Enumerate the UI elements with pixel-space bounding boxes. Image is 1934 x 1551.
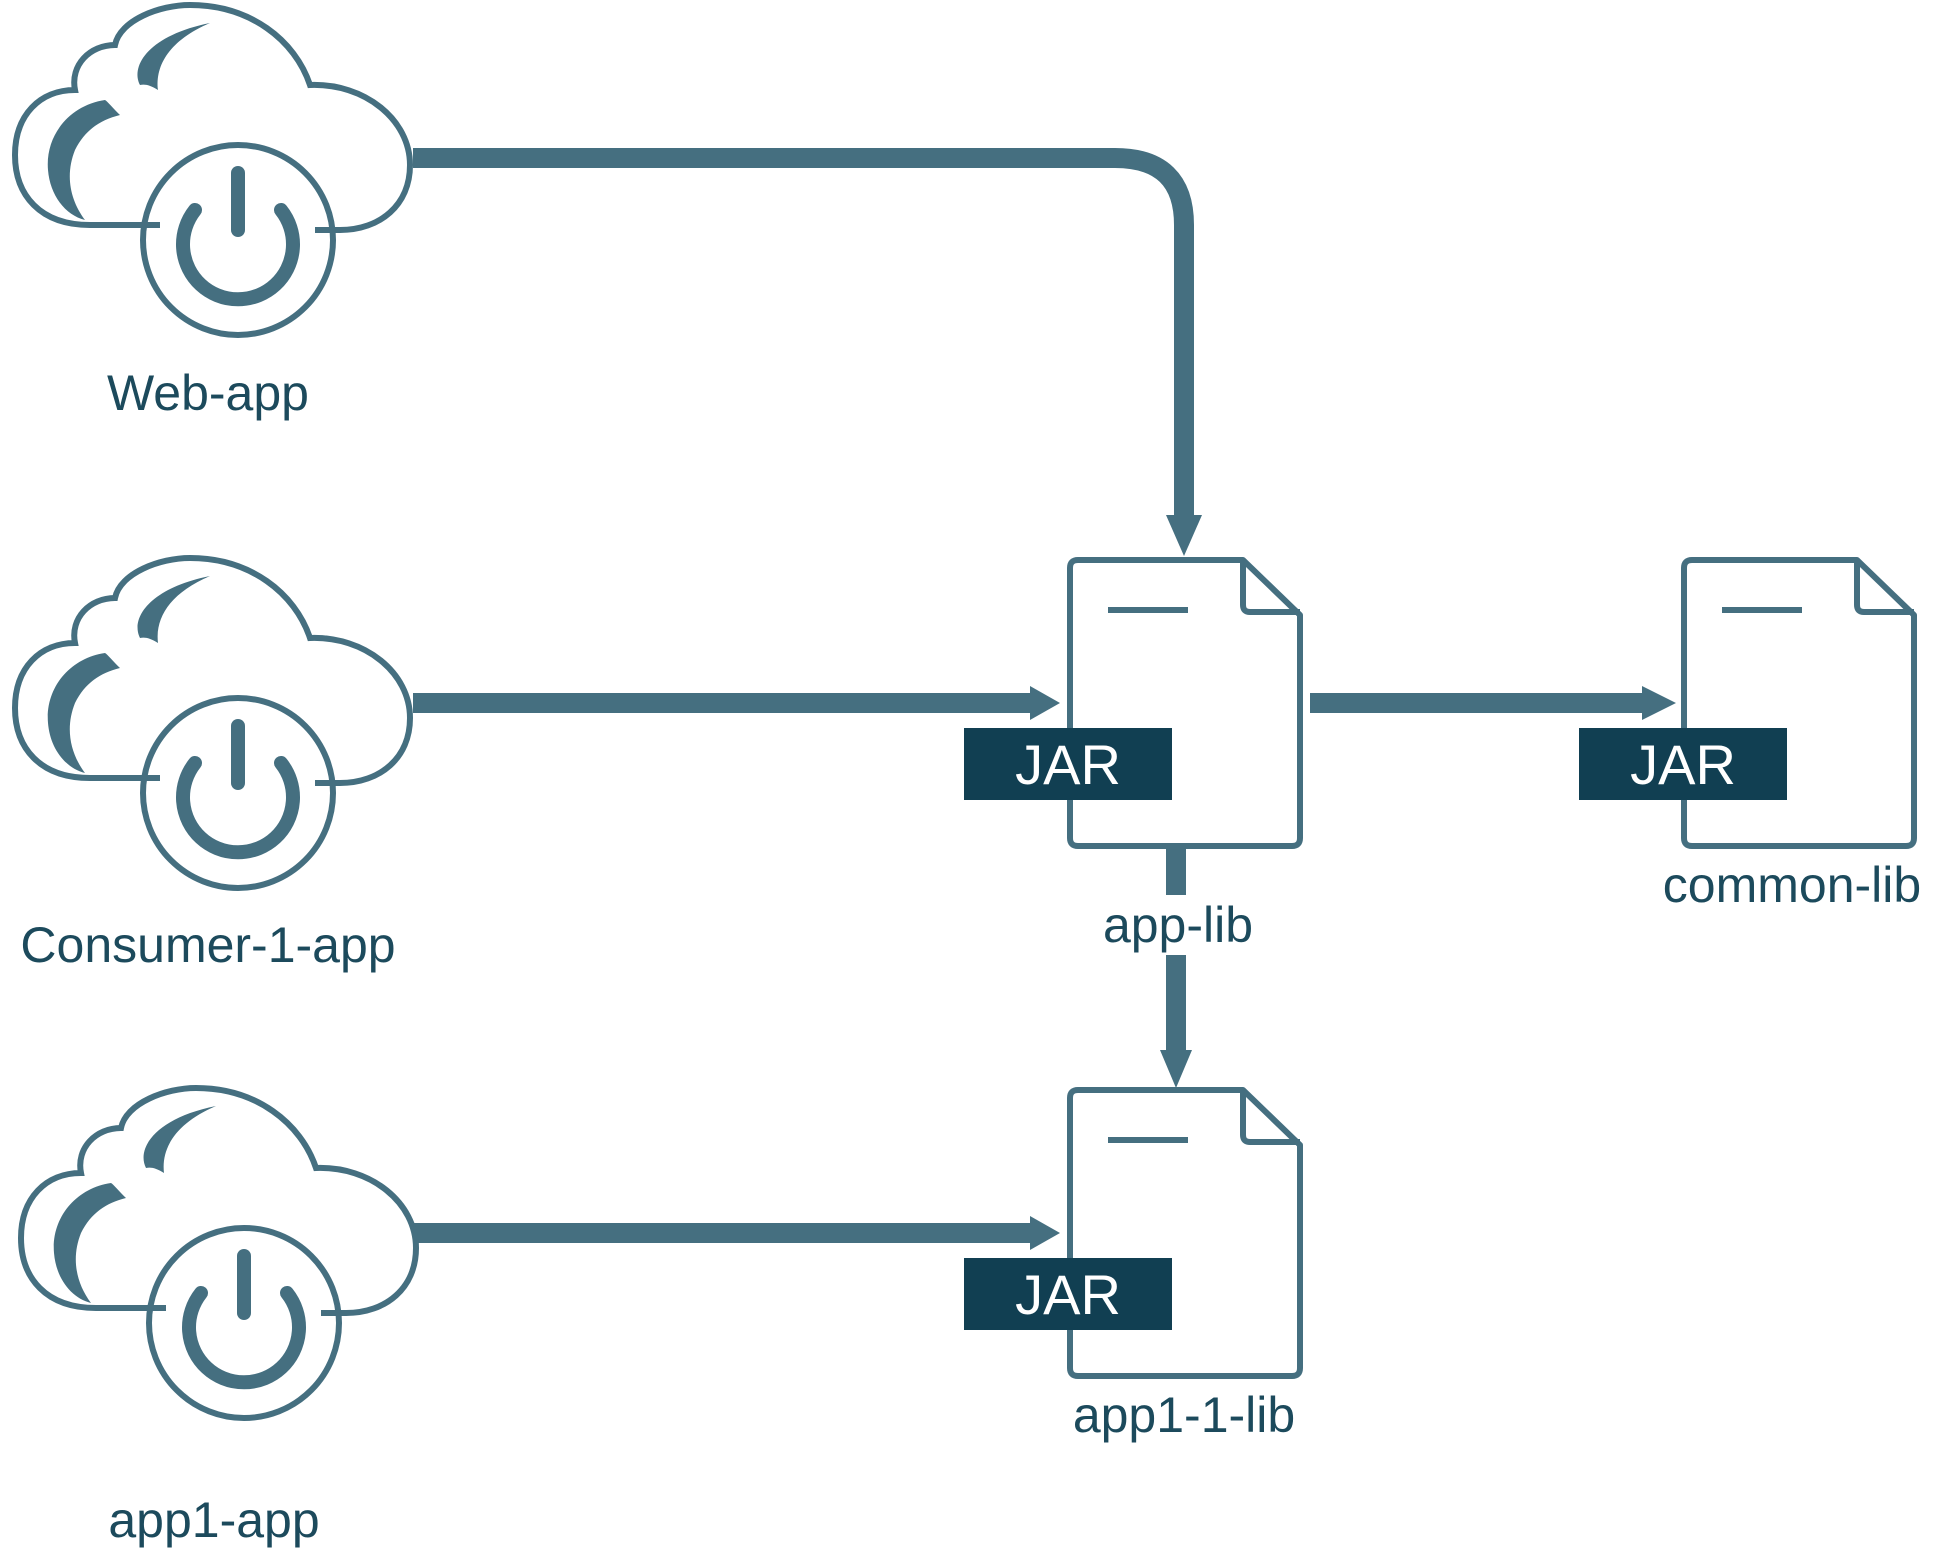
cloud-power-icon [15,5,410,335]
document-icon [1070,1090,1300,1376]
node-common-lib[interactable]: JAR common-lib [1579,560,1921,913]
node-app-lib[interactable]: JAR app-lib [964,560,1300,955]
arrowhead [1166,515,1202,556]
node-app1-1-lib[interactable]: JAR app1-1-lib [964,1090,1300,1443]
document-icon [1070,560,1300,846]
jar-badge [964,1258,1172,1330]
jar-badge-label: JAR [1015,733,1121,796]
node-label: app-lib [1103,897,1253,953]
jar-badge-label: JAR [1015,1263,1121,1326]
jar-badge-label: JAR [1630,733,1736,796]
node-label: common-lib [1663,857,1921,913]
jar-badge [1579,728,1787,800]
connectors [413,148,1676,1250]
node-app1-app[interactable]: app1-app [21,1088,416,1548]
node-label: app1-app [108,1492,319,1548]
arrowhead [1160,1050,1192,1088]
arrowhead [1030,686,1060,720]
document-icon [1684,560,1914,846]
cloud-power-icon [21,1088,416,1418]
node-label: Web-app [107,365,309,421]
node-consumer-1-app[interactable]: Consumer-1-app [15,558,410,973]
node-label: Consumer-1-app [20,917,395,973]
node-web-app[interactable]: Web-app [15,5,410,421]
node-label: app1-1-lib [1073,1387,1295,1443]
cloud-power-icon [15,558,410,888]
jar-badge [964,728,1172,800]
arrowhead [1030,1216,1060,1250]
edge-web-app-to-app-lib [413,148,1194,520]
arrowhead [1642,686,1676,720]
